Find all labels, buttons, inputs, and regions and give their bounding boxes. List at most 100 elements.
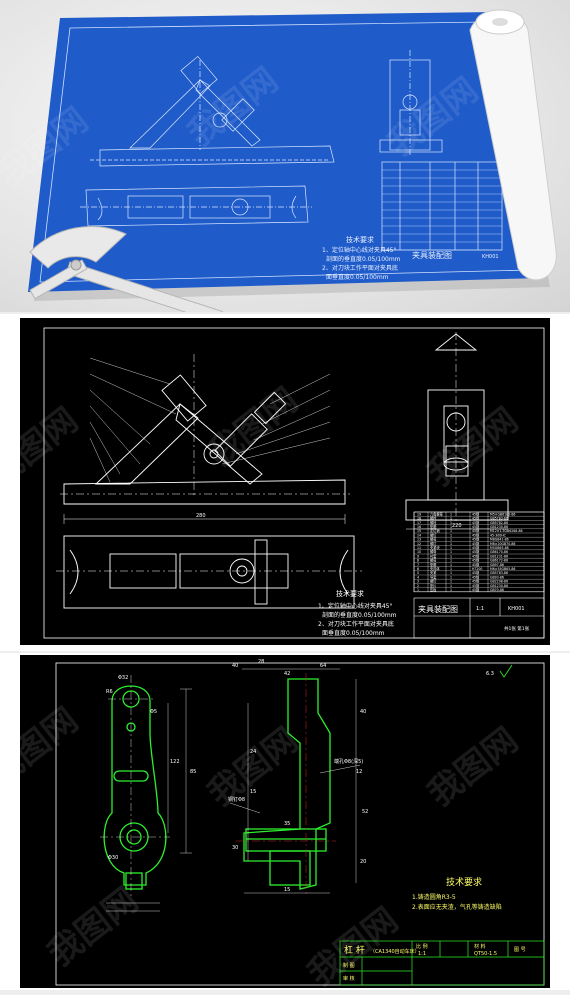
bom-qty: 1 [450, 563, 452, 567]
dimension-label: 35 [284, 821, 290, 827]
bom-qty: 1 [450, 517, 452, 521]
side-view [405, 332, 509, 530]
paper-roll [469, 9, 557, 281]
part-note-line: 1.铸造圆角R3-5 [412, 893, 456, 901]
bom-name: 六角螺母 [430, 511, 443, 516]
blueprint-notes-title: 技术要求 [346, 235, 374, 244]
dimension-label: 40 [232, 663, 238, 669]
assembly-dim-side: 220 [452, 523, 462, 529]
dimension-label: 42 [284, 671, 290, 677]
bom-standard: M5GB65-86 [490, 546, 509, 550]
bom-qty: 1 [450, 580, 452, 584]
bom-qty: 1 [450, 542, 452, 546]
bom-no: 9 [417, 554, 419, 558]
assembly-note-line: 面垂直度0.05/100mm [322, 629, 385, 637]
draw-label: 制 图 [343, 962, 355, 969]
bom-qty: 1 [450, 529, 452, 533]
bom-no: 17 [417, 521, 421, 525]
blueprint-note-line: 1、定位轴中心线对夹具45° [322, 246, 396, 254]
blueprint-svg: 技术要求 1、定位轴中心线对夹具45° 剖面的垂直度0.05/100mm 2、对… [28, 9, 557, 312]
front-view [60, 354, 350, 524]
bom-no: 10 [417, 550, 421, 554]
bom-no: 16 [417, 525, 421, 529]
dimension-label: 52 [362, 809, 368, 815]
assembly-note-line: 剖面的垂直度0.05/100mm [322, 611, 397, 619]
dimension-label: 24 [250, 749, 256, 755]
blueprint-note-line: 剖面的垂直度0.05/100mm [326, 255, 401, 263]
blueprint-note-line: 面垂直度0.05/100mm [326, 273, 389, 281]
bom-standard: M6×20GB70-86 [490, 542, 515, 546]
bom-material: 45钢 [472, 549, 479, 554]
bom-qty: 1 [450, 584, 452, 588]
bom-standard: GB6172-86 [490, 559, 508, 563]
bom-material: HT200 [472, 567, 482, 571]
bom-name: 螺钉 [430, 579, 437, 584]
bom-name: 夹紧 [430, 570, 436, 575]
bom-qty: 1 [450, 567, 452, 571]
bom-material: 45钢 [472, 562, 479, 567]
blueprint-sheet [28, 12, 542, 292]
bom-standard: GB93-86 [490, 575, 504, 579]
bom-standard: GB6170-86 [490, 550, 508, 554]
bom-material: 45钢 [472, 511, 479, 516]
bom-qty: 1 [450, 538, 452, 542]
material-value: QT50-1.5 [474, 951, 497, 957]
scale-label: 比 例 [416, 943, 428, 950]
bom-material: 45钢 [472, 516, 479, 521]
bom-qty: 1 [450, 575, 452, 579]
part-notes-title: 技术要求 [446, 876, 482, 888]
part-svg: Φ32Φ5R6Φ30851224028426440125224153515302… [20, 655, 550, 988]
bom-name: 螺栓 [430, 520, 437, 525]
blueprint-panel: 技术要求 1、定位轴中心线对夹具45° 剖面的垂直度0.05/100mm 2、对… [0, 0, 570, 312]
bom-qty: 1 [450, 546, 452, 550]
blueprint-code: KH001 [482, 254, 499, 260]
bom-material: 45钢 [472, 570, 479, 575]
bom-name: 衬套 [430, 553, 437, 558]
assembly-title-block [413, 597, 545, 639]
bom-material: 45钢 [472, 524, 479, 529]
bom-qty: 1 [450, 571, 452, 575]
dimension-label: 40 [360, 709, 366, 715]
bom-material: 45钢 [472, 574, 479, 579]
dimension-label: 64 [320, 663, 326, 669]
part-dimensions: Φ32Φ5R6Φ30851224028426440125224153515302… [106, 659, 368, 893]
bom-no: 12 [417, 542, 421, 546]
protractor [29, 226, 223, 312]
bom-standard: GB1231-86 [490, 554, 508, 558]
assembly-sheet-count: 共1张 第1张 [504, 625, 530, 632]
bom-no: 19 [417, 512, 421, 516]
bom-standard: GB5783-86 [490, 571, 508, 575]
bom-no: 11 [417, 546, 421, 550]
bom-standard: M8GB41-86 [490, 538, 509, 542]
bom-standard: GB70-86 [490, 588, 504, 592]
bom-no: 14 [417, 533, 421, 537]
bom-standard: GB1230-86 [490, 584, 508, 588]
bom-name: 螺栓 [430, 516, 437, 521]
bom-standard: M6×55GB65-86 [490, 567, 515, 571]
bom-name: 定位销 [430, 528, 440, 533]
dimension-label: Φ5 [150, 709, 157, 715]
plan-view [56, 535, 362, 609]
assembly-notes-title: 技术要求 [336, 589, 364, 598]
bom-name: 夹紧块 [430, 545, 440, 550]
bom-qty: 1 [450, 550, 452, 554]
assembly-dim-bottom: 280 [196, 513, 206, 519]
blueprint-title-block: 夹具装配图 [412, 250, 452, 260]
dimension-label: 30 [232, 845, 238, 851]
dimension-label: R6 [106, 689, 113, 695]
bom-standard: GB1230-86 [490, 525, 508, 529]
dimension-label: 122 [170, 759, 180, 765]
callout-pin: 铜钉Φ8 [228, 796, 245, 803]
bom-standard: M12×1.5GB6268-86 [490, 529, 523, 533]
bom-no: 3 [417, 580, 419, 584]
bom-name: 螺钉 [430, 541, 437, 546]
dimension-lines [106, 668, 361, 912]
bom-no: 5 [417, 571, 419, 575]
bom-qty: 1 [450, 554, 452, 558]
bom-name: 螺母 [430, 549, 436, 554]
part-subtitle: （CA1340自动车床） [370, 948, 420, 955]
bom-material: 45钢 [472, 553, 479, 558]
bom-qty: 1 [450, 521, 452, 525]
